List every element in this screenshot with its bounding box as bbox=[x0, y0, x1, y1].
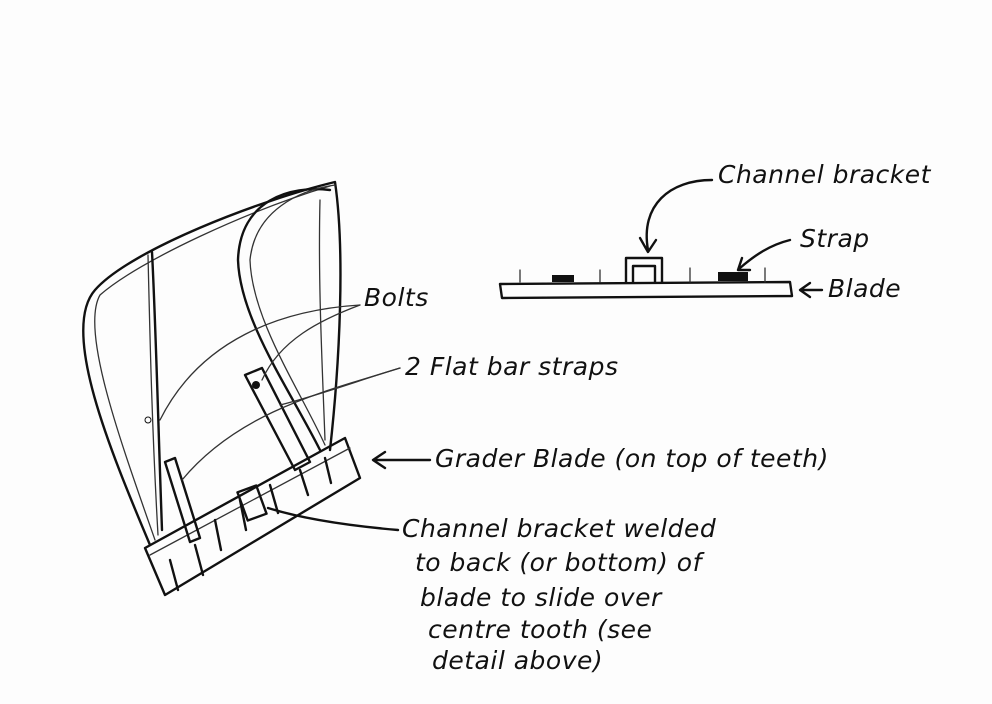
label-channel-note-line: blade to slide over bbox=[420, 583, 662, 612]
label-channel-note-line: detail above) bbox=[432, 646, 604, 675]
blade-detail-sketch bbox=[498, 256, 794, 300]
label-detail-strap: Strap bbox=[800, 224, 870, 253]
label-bolts: Bolts bbox=[364, 283, 429, 312]
label-channel-note-line: Channel bracket welded bbox=[402, 514, 717, 543]
label-grader-blade: Grader Blade (on top of teeth) bbox=[435, 444, 829, 473]
label-channel-note-line: centre tooth (see bbox=[428, 615, 653, 644]
label-flat-bar-straps: 2 Flat bar straps bbox=[405, 352, 619, 381]
grader-blade-sketch bbox=[143, 366, 362, 597]
label-channel-note-line: to back (or bottom) of bbox=[415, 548, 702, 577]
annotation-arrows bbox=[159, 178, 824, 532]
label-detail-channel-bracket: Channel bracket bbox=[718, 160, 931, 189]
label-detail-blade: Blade bbox=[828, 274, 902, 303]
bucket-sketch bbox=[81, 180, 342, 547]
